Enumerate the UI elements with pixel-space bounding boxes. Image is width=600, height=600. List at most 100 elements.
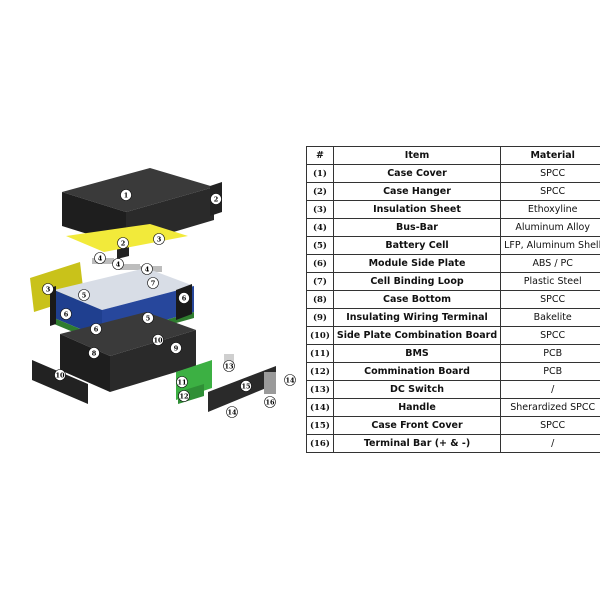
row-number: (9)	[306, 308, 334, 327]
header-item: Item	[332, 146, 502, 165]
row-number: (16)	[306, 434, 334, 453]
svg-text:8: 8	[92, 349, 97, 357]
callout: 13	[223, 360, 235, 372]
svg-text:4: 4	[145, 265, 150, 273]
callout-labels: 1 2 2 3 3 4 4 4 5 5 6 6 6 7 8 9 10 10 11…	[42, 189, 296, 418]
row-material: LFP, Aluminum Shell	[500, 236, 600, 255]
row-material: PCB	[500, 344, 600, 363]
callout: 4	[94, 252, 106, 264]
svg-text:4: 4	[98, 254, 103, 262]
row-material: PCB	[500, 362, 600, 381]
callout: 1	[120, 189, 132, 201]
row-material: Bakelite	[500, 308, 600, 327]
header-material: Material	[500, 146, 600, 165]
callout: 14	[284, 374, 296, 386]
row-item: Handle	[332, 398, 502, 417]
row-number: (13)	[306, 380, 334, 399]
callout: 5	[142, 312, 154, 324]
callout: 3	[42, 283, 54, 295]
callout: 6	[90, 323, 102, 335]
row-number: (3)	[306, 200, 334, 219]
callout: 11	[176, 376, 188, 388]
svg-text:14: 14	[227, 408, 237, 416]
svg-text:2: 2	[121, 239, 126, 247]
header-number: #	[306, 146, 334, 165]
exploded-battery-diagram: 1 2 2 3 3 4 4 4 5 5 6 6 6 7 8 9 10 10 11…	[30, 168, 296, 418]
row-item: Cell Binding Loop	[332, 272, 502, 291]
svg-text:15: 15	[241, 382, 251, 390]
callout: 16	[264, 396, 276, 408]
row-number: (8)	[306, 290, 334, 309]
row-number: (12)	[306, 362, 334, 381]
row-item: BMS	[332, 344, 502, 363]
callout: 5	[78, 289, 90, 301]
row-item: Battery Cell	[332, 236, 502, 255]
row-item: Side Plate Combination Board	[332, 326, 502, 345]
row-item: Insulating Wiring Terminal	[332, 308, 502, 327]
side-plate	[32, 360, 88, 404]
svg-text:6: 6	[94, 325, 99, 333]
svg-text:1: 1	[124, 191, 129, 199]
row-material: SPCC	[500, 290, 600, 309]
row-material: Aluminum Alloy	[500, 218, 600, 237]
row-material: SPCC	[500, 164, 600, 183]
row-material: SPCC	[500, 182, 600, 201]
callout: 15	[240, 380, 252, 392]
svg-text:3: 3	[46, 285, 51, 293]
callout: 6	[60, 308, 72, 320]
svg-text:2: 2	[214, 195, 219, 203]
row-number: (6)	[306, 254, 334, 273]
row-item: Case Hanger	[332, 182, 502, 201]
callout: 2	[210, 193, 222, 205]
svg-text:14: 14	[285, 376, 295, 384]
row-number: (14)	[306, 398, 334, 417]
row-item: Case Bottom	[332, 290, 502, 309]
row-material: Ethoxyline	[500, 200, 600, 219]
callout: 4	[112, 258, 124, 270]
row-material: SPCC	[500, 326, 600, 345]
row-number: (7)	[306, 272, 334, 291]
callout: 2	[117, 237, 129, 249]
row-item: Terminal Bar (+ & -)	[332, 434, 502, 453]
row-number: (2)	[306, 182, 334, 201]
row-item: DC Switch	[332, 380, 502, 399]
svg-text:6: 6	[64, 310, 69, 318]
callout: 8	[88, 347, 100, 359]
row-item: Commination Board	[332, 362, 502, 381]
row-item: Module Side Plate	[332, 254, 502, 273]
row-number: (4)	[306, 218, 334, 237]
svg-text:3: 3	[157, 235, 162, 243]
row-material: Plastic Steel	[500, 272, 600, 291]
svg-text:7: 7	[151, 279, 156, 287]
svg-text:16: 16	[265, 398, 275, 406]
callout: 3	[153, 233, 165, 245]
svg-text:5: 5	[82, 291, 87, 299]
svg-text:12: 12	[179, 392, 188, 400]
callout: 7	[147, 277, 159, 289]
callout: 10	[54, 369, 66, 381]
callout: 6	[178, 292, 190, 304]
row-item: Case Cover	[332, 164, 502, 183]
row-number: (15)	[306, 416, 334, 435]
row-material: SPCC	[500, 416, 600, 435]
callout: 4	[141, 263, 153, 275]
row-material: /	[500, 380, 600, 399]
svg-text:5: 5	[146, 314, 151, 322]
svg-text:6: 6	[182, 294, 187, 302]
svg-text:4: 4	[116, 260, 121, 268]
row-item: Bus-Bar	[332, 218, 502, 237]
